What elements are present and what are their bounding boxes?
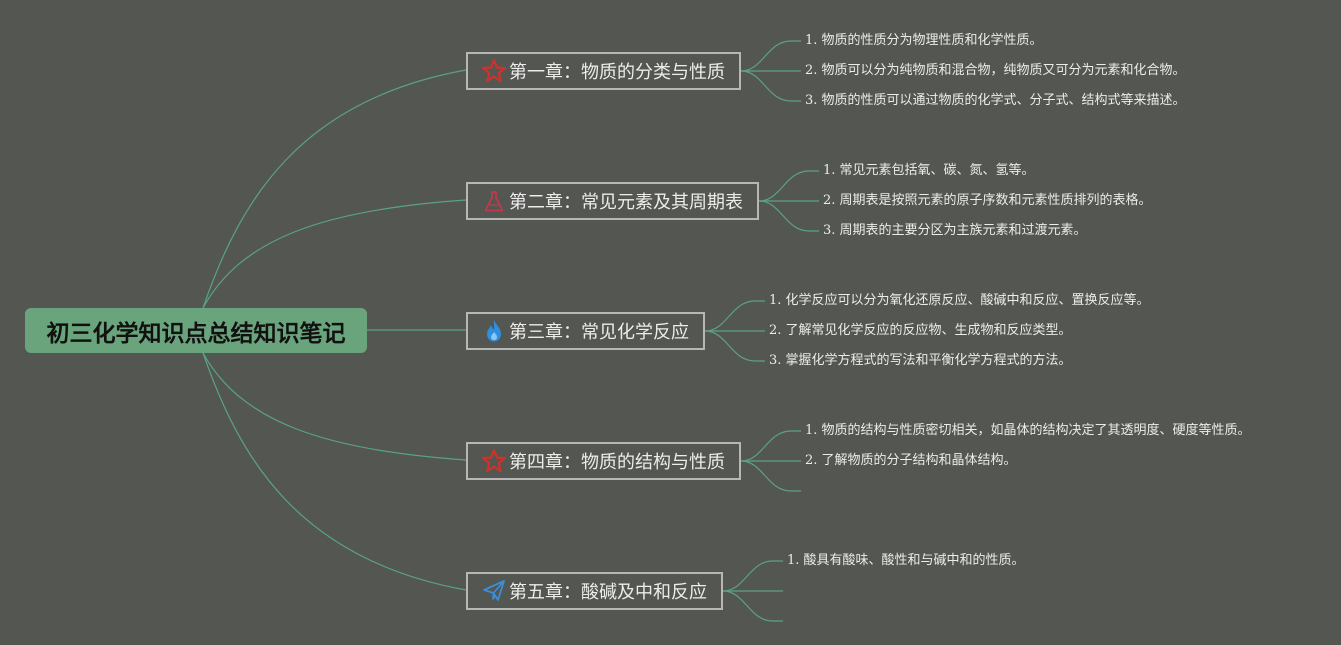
connector-chapter-3-point-3: [704, 330, 765, 362]
chapter-1-point-2: 2. 物质可以分为纯物质和混合物，纯物质又可分为元素和化合物。: [805, 63, 1186, 78]
connector-chapter-4-point-1: [740, 430, 801, 462]
connector-chapter-4-point-3: [740, 460, 801, 492]
connector-chapter-5-point-3: [722, 590, 783, 622]
chapter-4-label: 第四章：物质的结构与性质: [509, 452, 725, 473]
chapter-1-point-3: 3. 物质的性质可以通过物质的化学式、分子式、结构式等来描述。: [805, 93, 1186, 108]
chapter-3-point-1: 1. 化学反应可以分为氧化还原反应、酸碱中和反应、置换反应等。: [769, 293, 1150, 308]
connector-chapter-2-point-3: [758, 200, 819, 232]
chapter-2-node[interactable]: 第二章：常见元素及其周期表: [466, 182, 759, 220]
chapter-4-point-1: 1. 物质的结构与性质密切相关，如晶体的结构决定了其透明度、硬度等性质。: [805, 423, 1251, 438]
chapter-4-node[interactable]: 第四章：物质的结构与性质: [466, 442, 741, 480]
chapter-5-label: 第五章：酸碱及中和反应: [509, 582, 707, 603]
chapter-3-label: 第三章：常见化学反应: [509, 322, 689, 343]
chapter-2-point-1: 1. 常见元素包括氧、碳、氮、氢等。: [823, 163, 1035, 178]
chapter-1-node[interactable]: 第一章：物质的分类与性质: [466, 52, 741, 90]
star-icon: [481, 448, 507, 474]
chapter-5-point-1: 1. 酸具有酸味、酸性和与碱中和的性质。: [787, 553, 1025, 568]
chapter-1-point-1: 1. 物质的性质分为物理性质和化学性质。: [805, 33, 1043, 48]
chapter-3-node[interactable]: 第三章：常见化学反应: [466, 312, 705, 350]
connector-chapter-3-point-1: [704, 300, 765, 332]
connector-chapter-1-point-1: [740, 40, 801, 72]
connector-chapter-2-point-1: [758, 170, 819, 202]
connector-chapter-1-point-3: [740, 70, 801, 102]
connector-root-chapter-5: [202, 352, 467, 591]
flask-icon: [481, 188, 507, 214]
connector-root-chapter-4: [202, 352, 467, 461]
chapter-5-node[interactable]: 第五章：酸碱及中和反应: [466, 572, 723, 610]
chapter-4-point-2: 2. 了解物质的分子结构和晶体结构。: [805, 453, 1017, 468]
star-icon: [481, 58, 507, 84]
chapter-2-label: 第二章：常见元素及其周期表: [509, 192, 743, 213]
chapter-2-point-3: 3. 周期表的主要分区为主族元素和过渡元素。: [823, 223, 1087, 238]
root-topic[interactable]: 初三化学知识点总结知识笔记: [25, 308, 367, 353]
chapter-2-point-2: 2. 周期表是按照元素的原子序数和元素性质排列的表格。: [823, 193, 1152, 208]
connector-root-chapter-1: [202, 69, 467, 309]
connector-chapter-5-point-1: [722, 560, 783, 592]
root-topic-title: 初三化学知识点总结知识笔记: [46, 320, 346, 347]
chapter-3-point-2: 2. 了解常见化学反应的反应物、生成物和反应类型。: [769, 323, 1072, 338]
connector-root-chapter-2: [202, 199, 467, 309]
chapter-1-label: 第一章：物质的分类与性质: [509, 62, 725, 83]
paper-plane-icon: [481, 578, 507, 604]
fire-icon: [481, 318, 507, 344]
chapter-3-point-3: 3. 掌握化学方程式的写法和平衡化学方程式的方法。: [769, 353, 1072, 368]
